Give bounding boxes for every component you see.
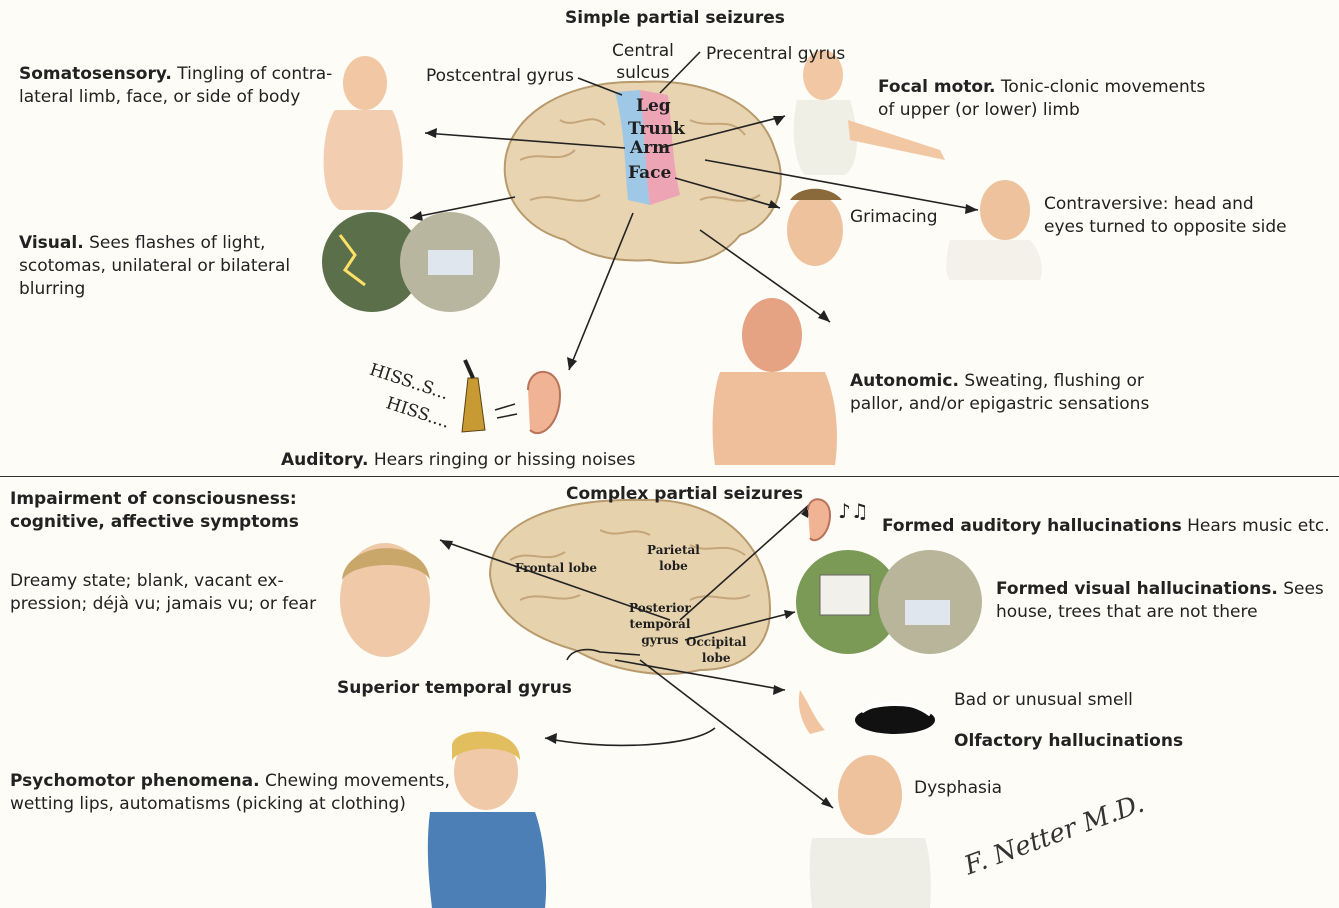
autonomic-figure: [713, 298, 837, 465]
formed-visual-text: Formed visual hallucinations. Sees house…: [996, 578, 1324, 624]
arm-label: Arm: [630, 140, 670, 156]
contraversive-figure: [946, 180, 1042, 280]
formed-auditory-heading: Formed auditory hallucinations: [882, 516, 1182, 536]
music-ear: ♪♫: [808, 499, 869, 540]
formed-visual-line2: house, trees that are not there: [996, 602, 1258, 622]
grimacing-face: [787, 189, 843, 266]
somatosensory-line1: Tingling of contra-: [172, 64, 333, 84]
psychomotor-heading: Psychomotor phenomena.: [10, 771, 260, 791]
impairment-heading: Impairment of consciousness: cognitive, …: [10, 488, 299, 534]
parietal-lobe-label: Parietal lobe: [647, 542, 700, 574]
formed-visual-heading: Formed visual hallucinations.: [996, 579, 1278, 599]
complex-seizures-title: Complex partial seizures: [566, 484, 803, 504]
posterior-temporal-gyrus-label: Posterior temporal gyrus: [629, 600, 691, 648]
visual-line1: Sees flashes of light,: [84, 233, 266, 253]
visual-scene: [322, 212, 500, 312]
dysphasia-label: Dysphasia: [914, 778, 1002, 798]
somatosensory-line2: lateral limb, face, or side of body: [19, 87, 300, 107]
svg-text:♪♫: ♪♫: [838, 499, 869, 523]
auditory-rest: Hears ringing or hissing noises: [368, 450, 635, 470]
contraversive-text: Contraversive: head and eyes turned to o…: [1044, 193, 1287, 239]
visual-text: Visual. Sees flashes of light, scotomas,…: [19, 232, 290, 301]
impairment-face: [340, 543, 430, 657]
formed-auditory-rest: Hears music etc.: [1182, 516, 1330, 536]
visual-heading: Visual.: [19, 233, 84, 253]
contraversive-line1: Contraversive: head and: [1044, 194, 1254, 214]
dreamy-text: Dreamy state; blank, vacant ex- pression…: [10, 570, 316, 616]
autonomic-line1: Sweating, flushing or: [959, 371, 1144, 391]
psychomotor-text: Psychomotor phenomena. Chewing movements…: [10, 770, 450, 816]
superior-temporal-gyrus-label: Superior temporal gyrus: [337, 678, 572, 698]
autonomic-line2: pallor, and/or epigastric sensations: [850, 394, 1149, 414]
auditory-heading: Auditory.: [281, 450, 368, 470]
grimacing-label: Grimacing: [850, 207, 938, 227]
somatosensory-figure: [324, 56, 403, 210]
section-divider: [0, 476, 1339, 477]
olfactory-label: Olfactory hallucinations: [954, 731, 1183, 751]
dreamy-line1: Dreamy state; blank, vacant ex-: [10, 571, 284, 591]
somatosensory-heading: Somatosensory.: [19, 64, 172, 84]
visual-line2: scotomas, unilateral or bilateral: [19, 256, 290, 276]
precentral-gyrus-label: Precentral gyrus: [706, 44, 845, 64]
bad-smell-label: Bad or unusual smell: [954, 690, 1133, 710]
frontal-lobe-label: Frontal lobe: [515, 560, 597, 576]
house-scene: [796, 550, 982, 654]
contraversive-line2: eyes turned to opposite side: [1044, 217, 1287, 237]
dysphasia-figure: [810, 755, 931, 908]
focal-motor-line1: Tonic-clonic movements: [996, 77, 1206, 97]
autonomic-heading: Autonomic.: [850, 371, 959, 391]
central-sulcus-label: Central sulcus: [612, 40, 674, 84]
auditory-text: Auditory. Hears ringing or hissing noise…: [281, 449, 636, 472]
focal-motor-text: Focal motor. Tonic-clonic movements of u…: [878, 76, 1205, 122]
visual-line3: blurring: [19, 279, 85, 299]
psychomotor-line2: wetting lips, automatisms (picking at cl…: [10, 794, 406, 814]
dreamy-line2: pression; déjà vu; jamais vu; or fear: [10, 594, 316, 614]
focal-motor-heading: Focal motor.: [878, 77, 996, 97]
autonomic-text: Autonomic. Sweating, flushing or pallor,…: [850, 370, 1149, 416]
bell-and-ear: [462, 360, 560, 433]
focal-motor-line2: of upper (or lower) limb: [878, 100, 1080, 120]
leg-label: Leg: [636, 98, 671, 114]
psychomotor-rest: Chewing movements,: [260, 771, 450, 791]
impairment-line1: Impairment of consciousness:: [10, 489, 297, 509]
formed-auditory-text: Formed auditory hallucinations Hears mus…: [882, 515, 1330, 538]
trunk-label: Trunk: [628, 121, 685, 137]
face-label: Face: [628, 165, 671, 181]
postcentral-gyrus-label: Postcentral gyrus: [426, 66, 574, 86]
somatosensory-text: Somatosensory. Tingling of contra- later…: [19, 63, 332, 109]
formed-visual-rest: Sees: [1278, 579, 1324, 599]
nose-and-skunk: [799, 690, 935, 734]
impairment-line2: cognitive, affective symptoms: [10, 512, 299, 532]
occipital-lobe-label: Occipital lobe: [686, 634, 746, 666]
psychomotor-figure: [428, 731, 546, 908]
